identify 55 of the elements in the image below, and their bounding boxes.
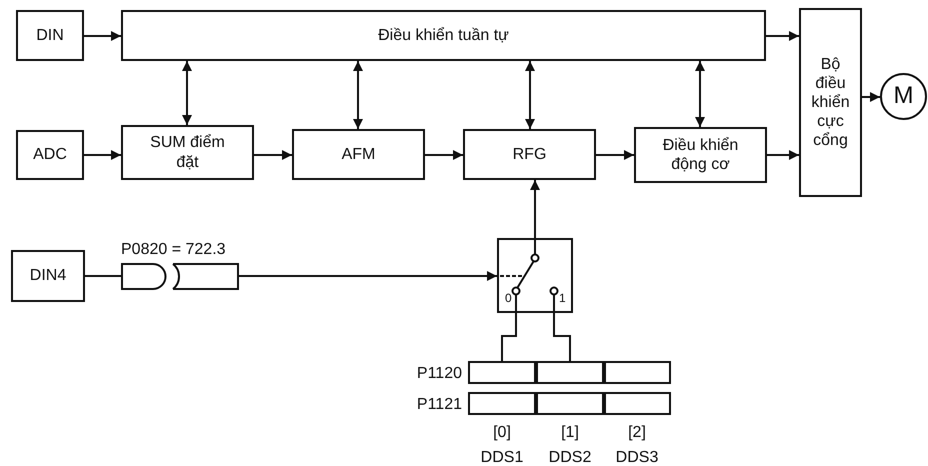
input-box [11,250,85,302]
input-box [16,130,84,180]
arrow [353,61,363,129]
table-label: [2] [628,425,646,441]
switch-position-label: 0 [505,292,512,304]
controller-block [799,8,862,197]
connector-line [501,313,517,361]
node-label: Điều khiển động cơ [662,136,740,174]
node-label: Điều khiển tuần tự [377,26,510,46]
table-label: P1121 [416,397,462,413]
connector-line [553,313,571,361]
table-label: [1] [561,425,579,441]
table-label: P1120 [416,366,462,382]
arrow [767,150,799,160]
process-box [634,127,767,183]
node-label: DIN4 [28,266,68,286]
connector-line [85,275,121,277]
table-label: [0] [493,425,511,441]
control-block [121,10,766,61]
table-cell [604,361,671,384]
node-label: RFG [512,144,548,164]
table-cell [468,392,536,415]
arrow [530,180,540,238]
motor-circle [880,73,927,120]
parameter-label: P0820 = 722.3 [121,240,226,259]
arrow [84,31,121,41]
input-box [16,10,84,61]
table-cell [536,392,604,415]
table-label: DDS1 [480,450,524,466]
node-label: DIN [35,26,65,46]
table-cell [468,361,536,384]
node-label: M [892,82,914,111]
arrow [84,150,121,160]
process-box [121,125,254,180]
node-label: Bộ điều khiển cực cổng [810,54,851,150]
table-cell [536,361,604,384]
arrow [862,92,880,102]
node-label: AFM [340,144,376,164]
node-label: ADC [32,145,68,165]
switch-position-label: 1 [559,292,566,304]
process-box [292,129,425,180]
arrow [695,61,705,127]
arrow [766,31,799,41]
process-box [463,129,596,180]
table-label: DDS3 [616,450,658,466]
table-label: DDS2 [548,450,592,466]
arrow [239,271,497,281]
table-cell [604,392,671,415]
node-label: SUM điểm đặt [149,133,226,172]
arrow [596,150,634,160]
arrow [254,150,292,160]
arrow [525,61,535,129]
arrow [182,61,192,125]
arrow [425,150,463,160]
switch-box [497,238,573,313]
